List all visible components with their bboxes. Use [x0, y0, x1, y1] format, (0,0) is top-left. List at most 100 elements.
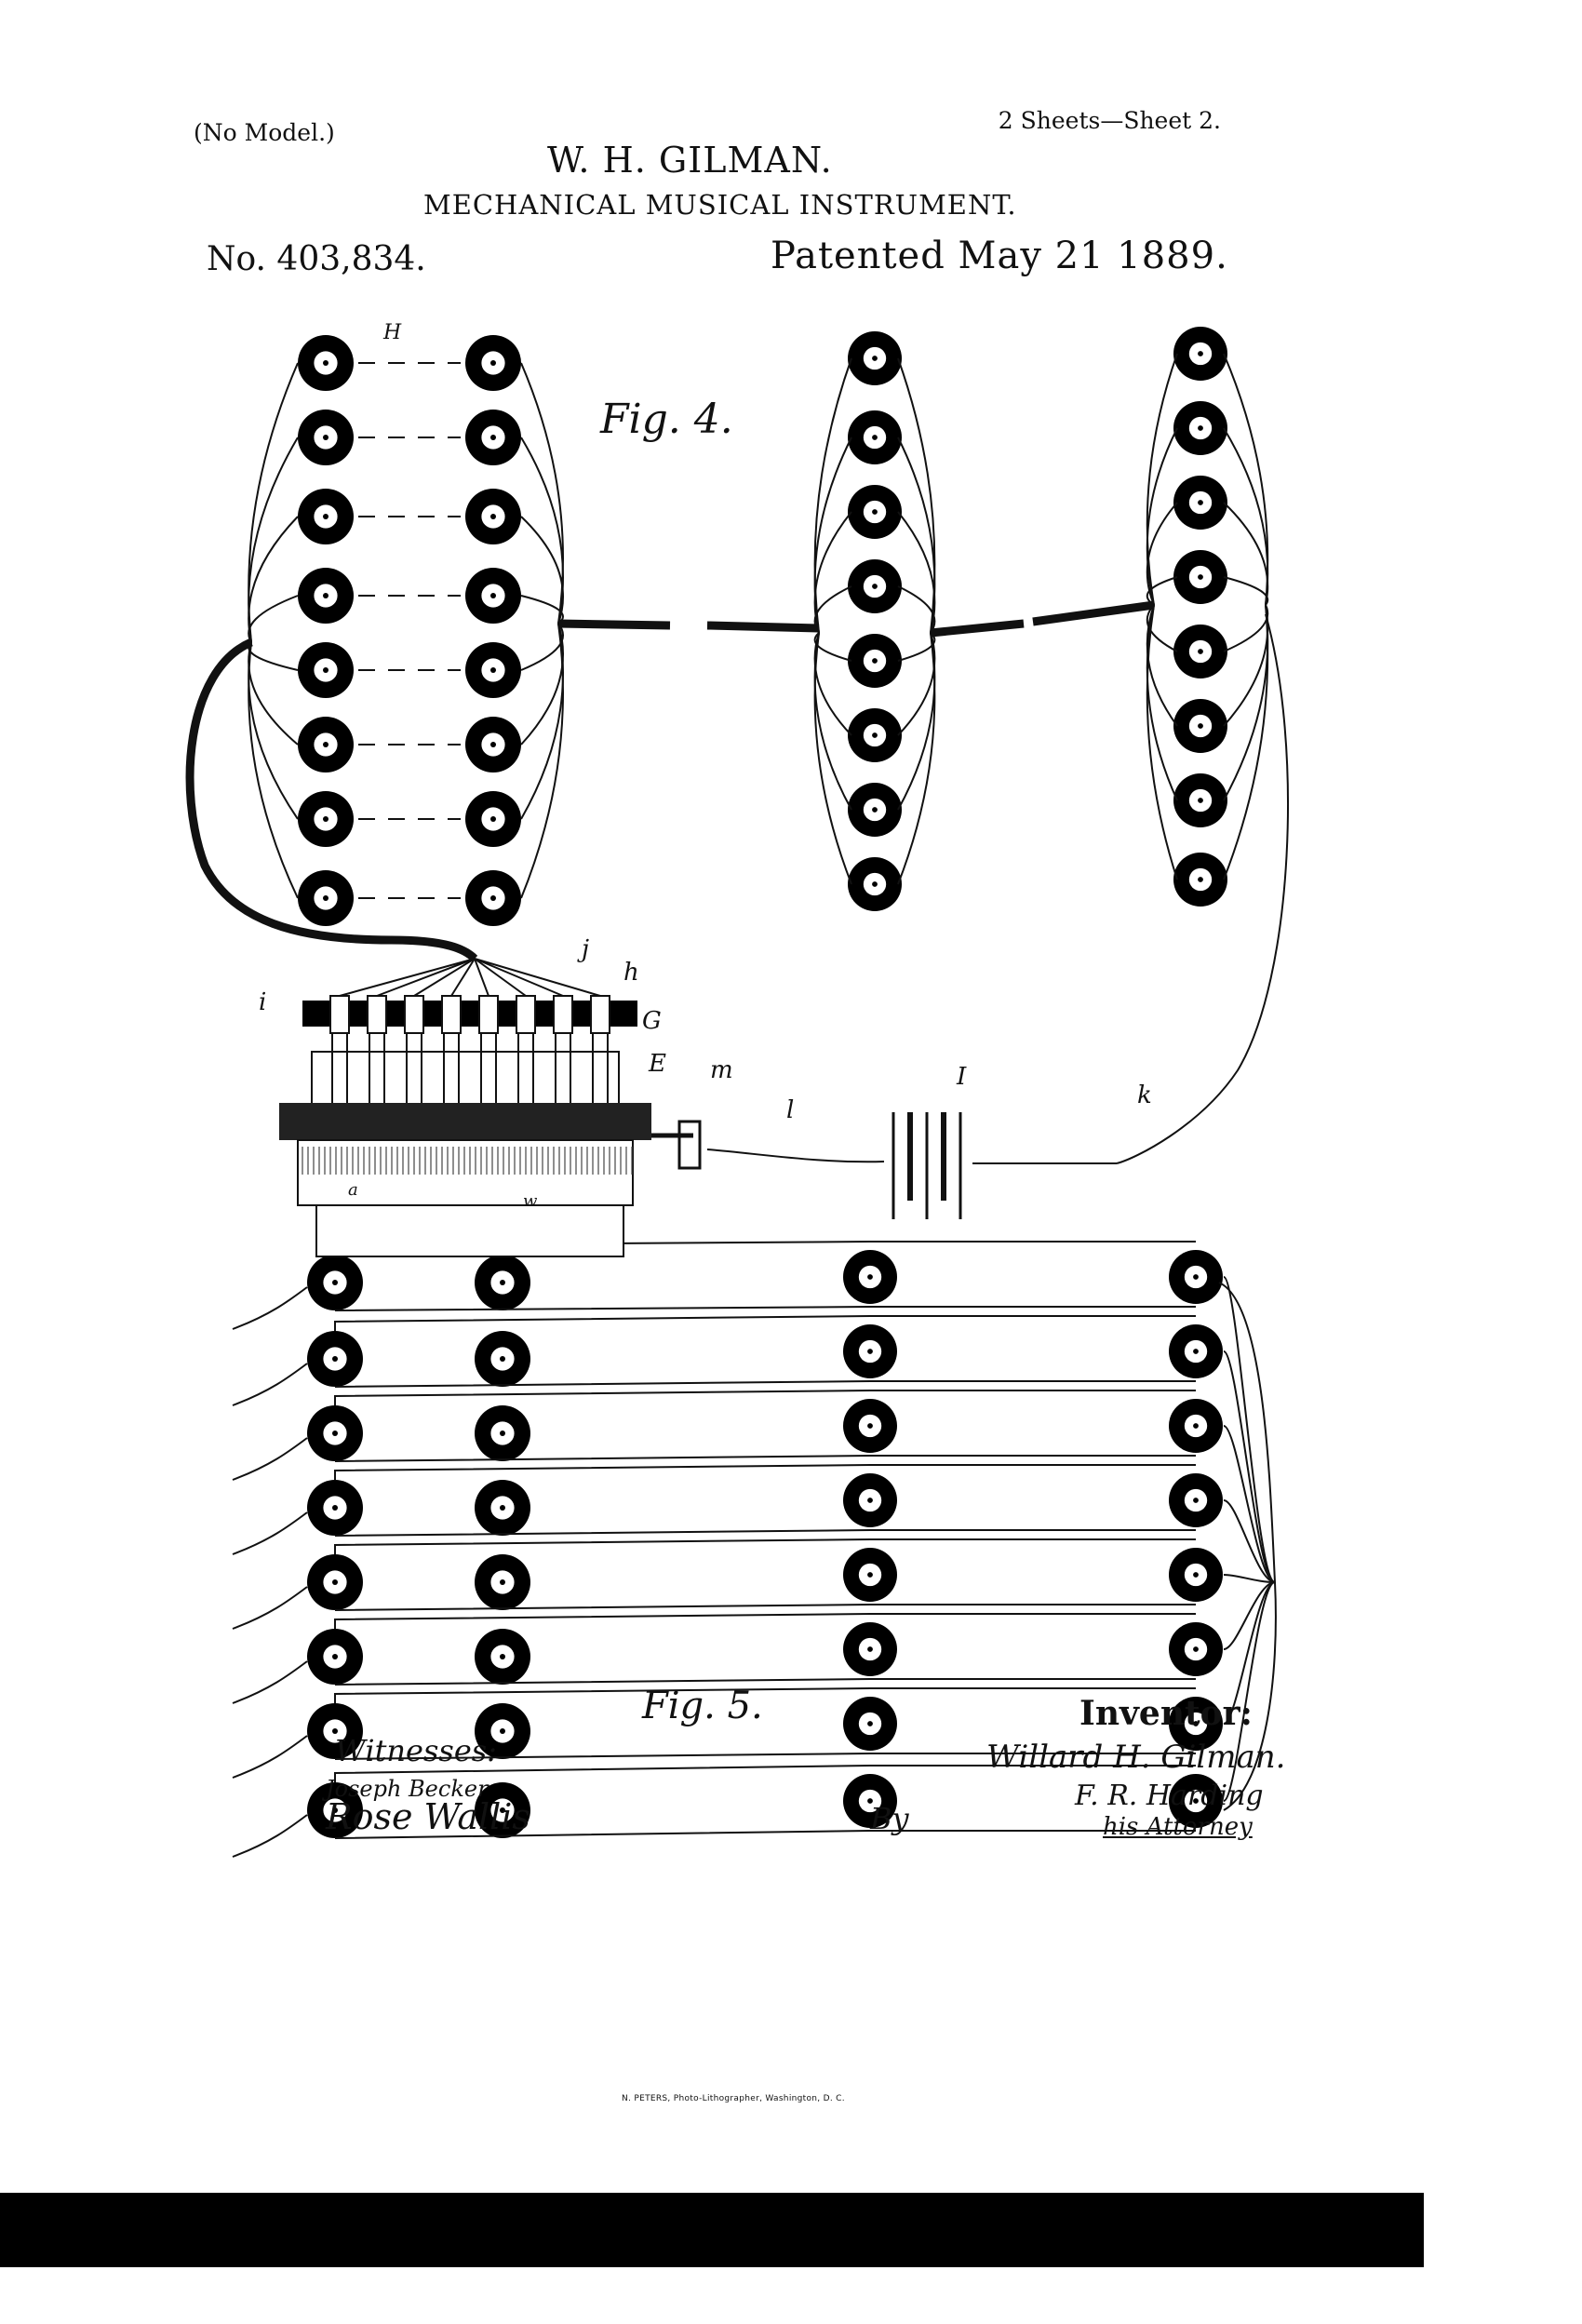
fan-wire — [1223, 502, 1269, 606]
fig5-input-wire — [232, 1814, 308, 1858]
label-m: m — [710, 1056, 733, 1084]
coil — [1173, 401, 1227, 455]
machine-lead — [474, 958, 564, 997]
coil — [307, 1331, 363, 1387]
coil — [1169, 1250, 1223, 1304]
coil — [475, 1629, 530, 1685]
coil — [298, 791, 354, 847]
inventor-label: Inventor: — [1079, 1694, 1253, 1733]
his-attorney-label: his Attorney — [1103, 1813, 1253, 1841]
fan-wire — [897, 585, 936, 634]
coil — [298, 489, 354, 544]
fan-wire — [520, 362, 564, 625]
fig5-return-wire — [1223, 1581, 1276, 1802]
battery-cells — [892, 1112, 962, 1219]
coil — [475, 1703, 530, 1759]
coil — [298, 410, 354, 465]
coil — [1173, 476, 1227, 530]
by-label: By — [870, 1801, 909, 1836]
machine-lead — [413, 958, 476, 997]
machine-top-bar — [302, 1001, 637, 1027]
coil — [307, 1255, 363, 1310]
fan-wire — [1223, 604, 1269, 652]
coil — [298, 335, 354, 391]
machine-base — [297, 1139, 634, 1206]
lithographer-credit: N. PETERS, Photo-Lithographer, Washingto… — [622, 2094, 845, 2103]
label-k: k — [1137, 1081, 1152, 1109]
inventor-name-heading: W. H. GILMAN. — [547, 140, 833, 181]
sheet-count: 2 Sheets—Sheet 2. — [998, 107, 1221, 134]
coil — [843, 1774, 897, 1828]
patent-number: No. 403,834. — [207, 240, 426, 278]
fan-wire — [1223, 576, 1269, 606]
coil — [848, 857, 902, 911]
fan-wire — [520, 437, 564, 625]
witness-signature-1: Joseph Becker — [326, 1776, 489, 1802]
machine-lead — [474, 958, 527, 997]
coil — [1173, 327, 1227, 381]
fig5-label: Fig. 5. — [642, 1685, 763, 1727]
fan-wire — [813, 357, 852, 634]
fig5-input-wire — [232, 1437, 308, 1481]
coil — [465, 717, 521, 772]
fig5-coil-groups — [307, 1250, 1223, 1838]
machine-terminal — [367, 995, 387, 1034]
fan-wire — [1223, 604, 1269, 727]
machine-lead — [339, 958, 476, 997]
fan-wire — [520, 623, 564, 820]
machine-lead — [474, 958, 601, 997]
fan-wire — [520, 595, 564, 625]
fan-wire — [1223, 604, 1269, 880]
no-model-note: (No Model.) — [194, 119, 335, 146]
coil — [475, 1480, 530, 1536]
fig5-return-wire — [1223, 1350, 1276, 1583]
wire-k — [1116, 613, 1289, 1164]
label-E: E — [649, 1050, 666, 1078]
fig5-input-wire — [232, 1586, 308, 1630]
fan-wire — [1146, 353, 1178, 606]
fig5-wiring — [232, 1241, 1277, 1858]
coil — [843, 1399, 897, 1453]
machine-terminal — [516, 995, 536, 1034]
fan-wire — [1146, 604, 1178, 801]
fan-wire — [813, 632, 852, 885]
fan-wire — [1223, 353, 1269, 606]
coil — [307, 1782, 363, 1838]
fan-wire — [1146, 427, 1178, 606]
fig4-cable — [930, 619, 1025, 638]
fig5-return-wire — [1223, 1574, 1276, 1583]
coil — [848, 331, 902, 385]
fig5-input-wire — [232, 1660, 308, 1704]
contact-m — [677, 1120, 702, 1170]
fan-wire — [897, 511, 936, 634]
fig5-loop-bottom — [334, 1380, 1196, 1388]
fig4-coil-groups — [298, 327, 1227, 926]
label-h: h — [623, 959, 639, 987]
machine-terminal — [590, 995, 610, 1034]
music-roll-machine — [279, 958, 702, 1257]
coil — [848, 485, 902, 539]
fig5-loop-bottom — [334, 1306, 1196, 1311]
fig4-main-cable — [185, 638, 478, 962]
coil — [298, 870, 354, 926]
coil — [1169, 1399, 1223, 1453]
coil — [1169, 1548, 1223, 1602]
coil — [1169, 1697, 1223, 1751]
fig5-input-wire — [232, 1735, 308, 1779]
fig5-loop-bottom — [334, 1455, 1196, 1462]
coil — [475, 1405, 530, 1461]
fig5-loop-bottom — [334, 1529, 1196, 1537]
fig5-loop-bottom — [334, 1830, 1196, 1839]
coil — [475, 1782, 530, 1838]
coil — [465, 568, 521, 624]
fan-wire — [520, 623, 564, 899]
label-l: l — [786, 1096, 795, 1124]
coil — [848, 783, 902, 837]
coil — [843, 1250, 897, 1304]
inventor-signature: Willard H. Gilman. — [986, 1739, 1286, 1776]
machine-roller — [279, 1103, 651, 1140]
coil — [298, 642, 354, 698]
fan-wire — [248, 641, 299, 899]
label-a: a — [348, 1180, 358, 1200]
